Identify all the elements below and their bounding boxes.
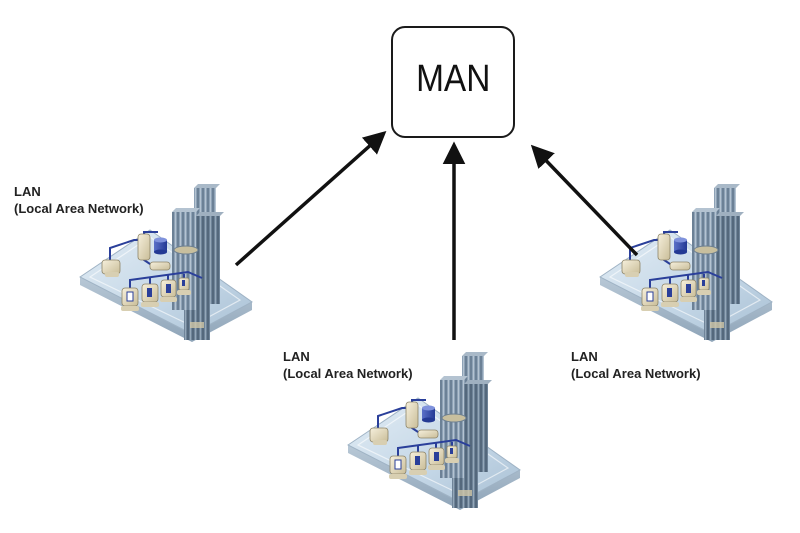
lan-title: LAN: [283, 349, 310, 364]
edge-left-to-man: [234, 130, 387, 267]
man-node: MAN: [391, 26, 515, 138]
lan-label-bottom: LAN (Local Area Network): [283, 348, 413, 382]
lan-label-left: LAN (Local Area Network): [14, 183, 144, 217]
edge-right-to-man: [530, 144, 639, 257]
lan-title: LAN: [571, 349, 598, 364]
lan-title: LAN: [14, 184, 41, 199]
lan-subtitle: (Local Area Network): [283, 366, 413, 381]
lan-illustration-right: [599, 183, 773, 342]
lan-label-right: LAN (Local Area Network): [571, 348, 701, 382]
lan-subtitle: (Local Area Network): [571, 366, 701, 381]
man-node-label: MAN: [415, 57, 491, 100]
lan-subtitle: (Local Area Network): [14, 201, 144, 216]
